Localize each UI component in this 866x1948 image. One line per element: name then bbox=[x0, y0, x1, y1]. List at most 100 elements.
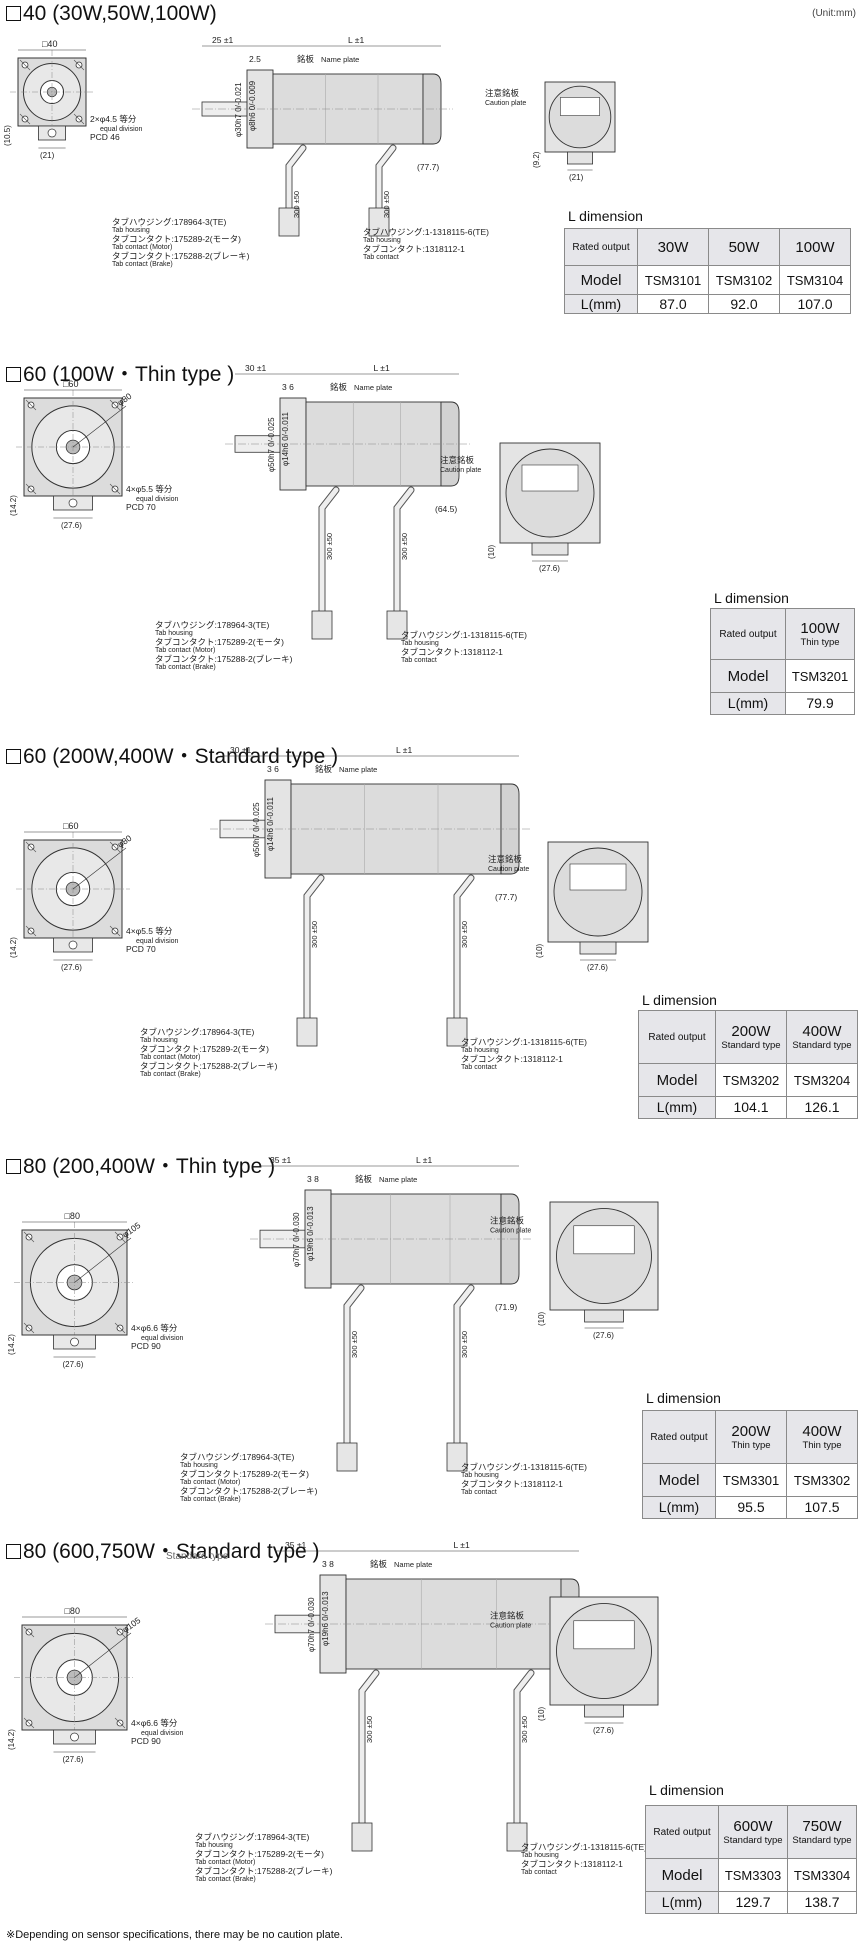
name-plate-jp: 銘板 bbox=[297, 54, 315, 64]
square-dim: □60 bbox=[63, 821, 78, 831]
section-title-text: 60 (100W・Thin type ) bbox=[23, 363, 235, 386]
caution-en: Caution plate bbox=[490, 1228, 531, 1235]
cable-length: 300 ±50 bbox=[460, 921, 469, 948]
tab-contact-en: Tab contact bbox=[521, 1868, 557, 1876]
sensor-connector bbox=[506, 1822, 528, 1852]
tab-contact-jp: タブコンタクト:1318112-1 bbox=[461, 1054, 563, 1064]
section-title: 60 (200W,400W・Standard type ) bbox=[6, 740, 338, 770]
shaft-dim: φ50h7 0/-0.025 bbox=[252, 802, 261, 857]
tab-contact-brake-en: Tab contact (Brake) bbox=[155, 663, 216, 671]
l-mm-header: L(mm) bbox=[645, 1891, 719, 1914]
shaft-dim-2: φ14h6 0/-0.011 bbox=[281, 411, 290, 466]
section-title: 40 (30W,50W,100W) bbox=[6, 2, 217, 26]
tab-housing-jp: タブハウジング:1-1318115-6(TE) bbox=[363, 227, 489, 237]
rear-circle bbox=[553, 847, 643, 937]
cable-length: 300 ±50 bbox=[365, 1716, 374, 1743]
flange-dim: 35 ±1 bbox=[270, 1155, 291, 1165]
tab-contact-jp: タブコンタクト:1318112-1 bbox=[363, 244, 465, 254]
rear-width-dim: (27.6) bbox=[593, 1726, 614, 1735]
tab-contact-en: Tab contact bbox=[401, 656, 437, 664]
cable-length: 300 ±50 bbox=[460, 1331, 469, 1358]
cable-length: 300 ±50 bbox=[292, 191, 301, 218]
model-value: TSM3204 bbox=[786, 1063, 858, 1097]
rear-connector bbox=[531, 542, 569, 556]
caution-en: Caution plate bbox=[485, 100, 526, 107]
l-dimension-heading: L dimension bbox=[642, 992, 717, 1008]
tab-contact-motor-en: Tab contact (Motor) bbox=[180, 1478, 241, 1486]
power-subtype: Standard type bbox=[721, 1040, 781, 1051]
power-subtype: Standard type bbox=[792, 1835, 852, 1846]
cable-length: 300 ±50 bbox=[520, 1716, 529, 1743]
caution-plate bbox=[573, 1620, 635, 1650]
caution-jp: 注意銘板 bbox=[490, 1216, 525, 1226]
model-header: Model bbox=[645, 1858, 719, 1892]
tab-contact-motor-en: Tab contact (Motor) bbox=[195, 1858, 256, 1866]
rated-output-header: Rated output bbox=[642, 1410, 716, 1464]
rated-output-header: Rated output bbox=[564, 228, 638, 266]
rear-connector bbox=[584, 1704, 624, 1718]
tab-housing-en: Tab housing bbox=[140, 1036, 178, 1044]
l-value: 138.7 bbox=[787, 1891, 857, 1914]
tab-housing-en: Tab housing bbox=[195, 1841, 233, 1849]
l-mm-header: L(mm) bbox=[642, 1496, 716, 1519]
rear-height-dim: (10) bbox=[535, 943, 544, 958]
l-dim: L ±1 bbox=[454, 1540, 470, 1550]
caution-plate bbox=[560, 97, 600, 116]
power-value: 400W bbox=[802, 1423, 842, 1440]
caution-en: Caution plate bbox=[488, 866, 529, 873]
l-value: 107.5 bbox=[786, 1496, 858, 1519]
tab-contact-jp: タブコンタクト:1318112-1 bbox=[401, 647, 503, 657]
diameter-dim: φ105 bbox=[120, 1615, 142, 1635]
model-value: TSM3102 bbox=[708, 265, 780, 295]
model-value: TSM3304 bbox=[787, 1858, 857, 1892]
rear-connector bbox=[584, 1309, 624, 1323]
caution-jp: 注意銘板 bbox=[440, 455, 475, 465]
tab-housing-jp: タブハウジング:178964-3(TE) bbox=[112, 217, 227, 227]
rear-height-dim: (10) bbox=[537, 1706, 546, 1721]
section-title: 80 (200,400W・Thin type ) bbox=[6, 1150, 275, 1180]
cable-length: 300 ±50 bbox=[382, 191, 391, 218]
power-header: 50W bbox=[708, 228, 780, 266]
tab-housing-en: Tab housing bbox=[401, 639, 439, 647]
tab-contact-brake-en: Tab contact (Brake) bbox=[180, 1495, 241, 1503]
rear-circle bbox=[548, 85, 612, 149]
tab-housing-en: Tab housing bbox=[461, 1046, 499, 1054]
shaft-dim: φ30h7 0/-0.021 bbox=[234, 82, 243, 137]
l-dimension-heading: L dimension bbox=[714, 590, 789, 606]
width-dim: (27.6) bbox=[63, 1360, 84, 1369]
height-dim: (14.2) bbox=[7, 1334, 16, 1355]
l-mm-header: L(mm) bbox=[638, 1096, 716, 1119]
tab-contact-brake-jp: タブコンタクト:175288-2(ブレーキ) bbox=[180, 1486, 318, 1496]
footnote: ※Depending on sensor specifications, the… bbox=[6, 1929, 343, 1941]
tab-contact-brake-jp: タブコンタクト:175288-2(ブレーキ) bbox=[195, 1866, 333, 1876]
name-plate-jp: 銘板 bbox=[330, 382, 348, 392]
name-plate-en: Name plate bbox=[321, 55, 359, 64]
rated-output-header: Rated output bbox=[638, 1010, 716, 1064]
l-value: 87.0 bbox=[637, 293, 709, 315]
pilot-dim: 3 8 bbox=[307, 1174, 319, 1184]
rear-height-dim: (10) bbox=[537, 1311, 546, 1326]
rear-circle bbox=[505, 448, 595, 538]
tab-housing-en: Tab housing bbox=[180, 1461, 218, 1469]
model-value: TSM3104 bbox=[779, 265, 851, 295]
hole-note: 4×φ5.5 等分 bbox=[126, 484, 173, 494]
square-symbol bbox=[6, 1544, 21, 1559]
tail-dim: (64.5) bbox=[435, 504, 457, 514]
tail-dim: (77.7) bbox=[495, 892, 517, 902]
